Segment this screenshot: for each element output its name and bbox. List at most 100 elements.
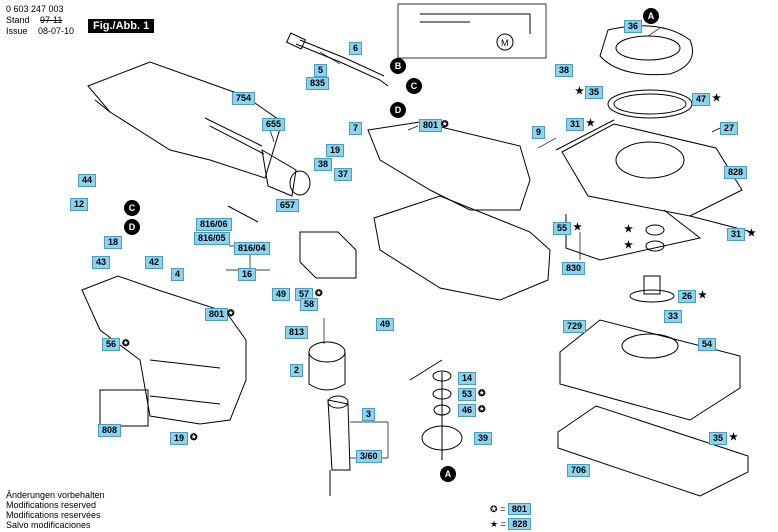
- label-808: 808: [98, 424, 122, 437]
- label-49-right: 49: [376, 318, 395, 331]
- label-44: 44: [78, 174, 97, 187]
- footer-notes: Änderungen vorbehalten Modifications res…: [6, 490, 105, 530]
- label-813: 813: [285, 326, 309, 339]
- plate-808: [99, 389, 149, 427]
- spring-wire: [565, 209, 702, 261]
- figure-title: Fig./Abb. 1: [88, 19, 155, 33]
- stand-label: Stand: [6, 15, 30, 25]
- star-55: ★: [573, 222, 582, 233]
- label-2: 2: [290, 364, 304, 377]
- part-number: 0 603 247 003: [6, 4, 64, 14]
- note-fr: Modifications reservées: [6, 510, 101, 520]
- badge-801-top: ✪: [441, 119, 449, 129]
- label-6: 6: [349, 42, 363, 55]
- label-55: 55: [553, 222, 572, 235]
- nozzle: [261, 149, 311, 197]
- label-754: 754: [232, 92, 256, 105]
- label-18: 18: [104, 236, 123, 249]
- issue-row: Issue 08-07-10: [6, 26, 74, 37]
- label-38-top: 38: [555, 64, 574, 77]
- issue-date: 08-07-10: [38, 26, 75, 36]
- label-46: 46: [458, 404, 477, 417]
- label-12: 12: [70, 198, 89, 211]
- stand-row: Stand 97-11: [6, 15, 62, 26]
- callout-d-2: D: [124, 219, 140, 235]
- badge-19-bottom: ✪: [190, 432, 198, 442]
- star-35-top: ★: [575, 86, 584, 97]
- label-816-06: 816/06: [196, 218, 232, 231]
- label-27: 27: [720, 122, 739, 135]
- housing: [367, 121, 551, 301]
- label-14: 14: [458, 372, 477, 385]
- legend-symbol-828: ★: [490, 519, 499, 529]
- label-33: 33: [664, 310, 683, 323]
- label-37: 37: [334, 168, 353, 181]
- star-31-bottom: ★: [747, 228, 756, 239]
- sanding-pad: [559, 319, 741, 421]
- label-801-mid: 801: [205, 308, 229, 321]
- issue-label: Issue: [6, 26, 28, 36]
- base-plate: [555, 119, 753, 233]
- badge-53: ✪: [478, 388, 486, 398]
- badge-57: ✪: [315, 288, 323, 298]
- fan-cover: [599, 25, 693, 76]
- label-816-05: 816/05: [194, 232, 230, 245]
- label-35-top: 35: [585, 86, 604, 99]
- callout-c-1: C: [406, 78, 422, 94]
- label-54: 54: [698, 338, 717, 351]
- switch-assembly: [227, 205, 357, 279]
- callout-a-top: A: [643, 8, 659, 24]
- legend-symbol-801: ✪: [490, 504, 498, 514]
- svg-text:M: M: [501, 38, 509, 48]
- label-58: 58: [300, 298, 319, 311]
- stand-old-date: 97-11: [40, 15, 63, 25]
- note-de: Änderungen vorbehalten: [6, 490, 105, 500]
- legend-row-828: ★ = 828: [490, 518, 532, 530]
- bearing-b: [645, 240, 665, 252]
- label-4: 4: [171, 268, 185, 281]
- legend-row-801: ✪ = 801: [490, 503, 531, 515]
- label-31-top: 31: [566, 118, 585, 131]
- callout-b-1: B: [390, 58, 406, 74]
- label-706: 706: [567, 464, 591, 477]
- label-39: 39: [474, 432, 493, 445]
- legend-label-801: 801: [507, 503, 531, 515]
- bearing-stack: [409, 359, 463, 460]
- eccentric: [629, 275, 675, 303]
- star-31-top: ★: [586, 118, 595, 129]
- label-3-60: 3/60: [356, 450, 382, 463]
- label-53: 53: [458, 388, 477, 401]
- sanding-sheet: [557, 405, 749, 497]
- stator: [308, 341, 346, 391]
- callout-c-2: C: [124, 200, 140, 216]
- label-38-mid: 38: [314, 158, 333, 171]
- star-47: ★: [712, 93, 721, 104]
- label-828: 828: [724, 166, 748, 179]
- label-7: 7: [349, 122, 363, 135]
- note-es: Salvo modificaciones: [6, 520, 91, 530]
- legend-label-828: 828: [508, 518, 532, 530]
- callout-a-bottom: A: [440, 466, 456, 482]
- star-bearing-b: ★: [624, 240, 633, 251]
- label-31-bottom: 31: [727, 228, 746, 241]
- label-35-bottom: 35: [709, 432, 728, 445]
- label-657: 657: [276, 199, 300, 212]
- note-en: Modifications reserved: [6, 500, 97, 510]
- label-47: 47: [692, 93, 711, 106]
- label-16: 16: [238, 268, 257, 281]
- label-655: 655: [262, 118, 286, 131]
- label-9: 9: [532, 126, 546, 139]
- dust-bag: [87, 61, 283, 179]
- label-816-04: 816/04: [234, 242, 270, 255]
- power-cord: [285, 32, 389, 87]
- armature: [327, 395, 351, 496]
- badge-56: ✪: [122, 338, 130, 348]
- label-3: 3: [362, 408, 376, 421]
- handle-housing: [81, 275, 247, 425]
- star-bearing-a: ★: [624, 224, 633, 235]
- label-5: 5: [314, 64, 328, 77]
- badge-46: ✪: [478, 404, 486, 414]
- wiring-schematic: M: [397, 3, 547, 59]
- star-26: ★: [698, 290, 707, 301]
